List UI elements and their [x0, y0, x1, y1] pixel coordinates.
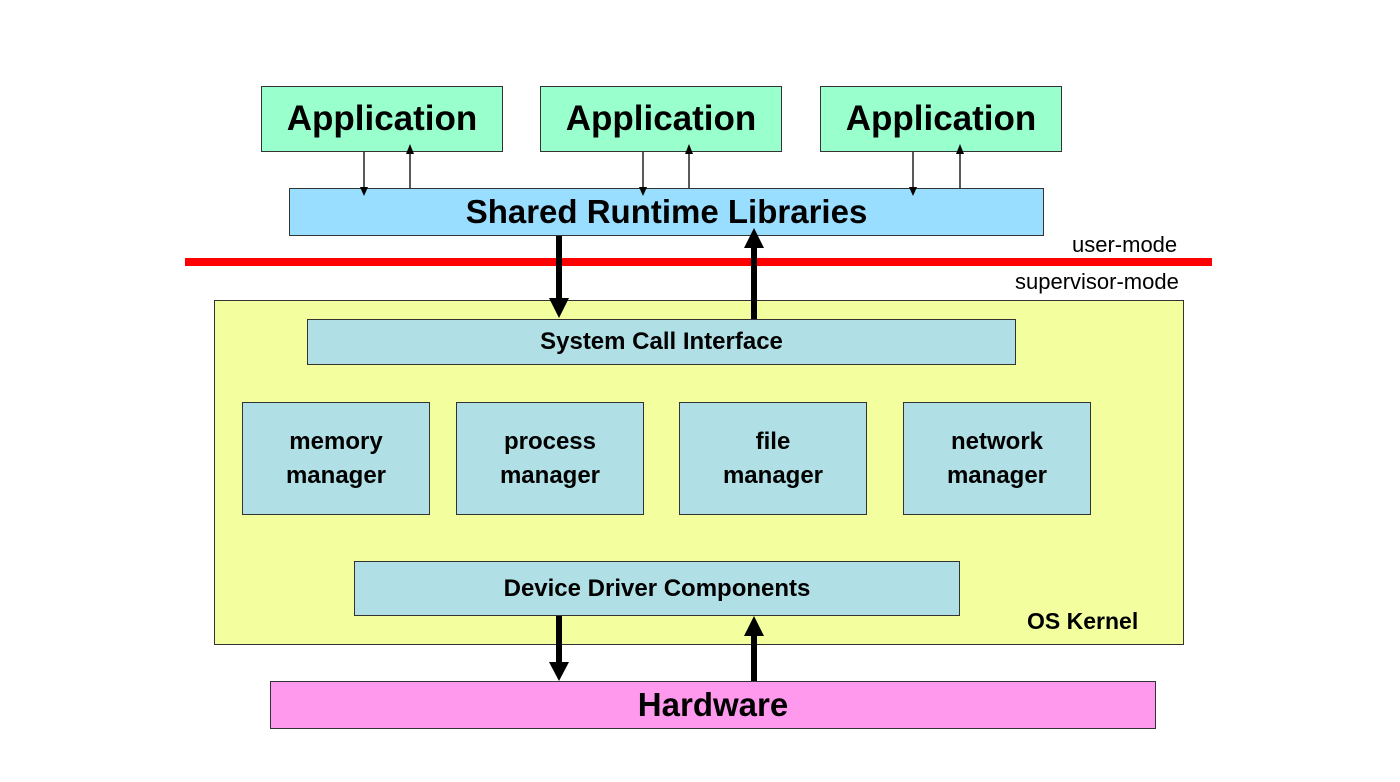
os-kernel-label: OS Kernel [1027, 608, 1139, 634]
file-manager-box: file manager [679, 402, 867, 515]
network-manager-line2: manager [946, 461, 1048, 489]
hardware-box: Hardware [270, 681, 1156, 729]
network-manager-line1: network [950, 427, 1043, 455]
supervisor-mode-label: supervisor-mode [1015, 269, 1179, 294]
file-manager-line1: file [755, 427, 791, 455]
user-mode-label: user-mode [1072, 232, 1178, 257]
application-box-3: Application [820, 86, 1062, 152]
mode-boundary-line [185, 258, 1212, 266]
network-manager-box: network manager [903, 402, 1091, 515]
system-call-interface-box: System Call Interface [307, 319, 1016, 365]
process-manager-box: process manager [456, 402, 644, 515]
memory-manager-line1: memory [289, 427, 383, 455]
device-driver-components-box: Device Driver Components [354, 561, 960, 616]
process-manager-line2: manager [499, 461, 601, 489]
shared-runtime-libraries-box: Shared Runtime Libraries [289, 188, 1044, 236]
memory-manager-box: memory manager [242, 402, 430, 515]
application-box-1: Application [261, 86, 503, 152]
application-box-2: Application [540, 86, 782, 152]
process-manager-line1: process [503, 427, 597, 455]
memory-manager-line2: manager [285, 461, 387, 489]
file-manager-line2: manager [722, 461, 824, 489]
